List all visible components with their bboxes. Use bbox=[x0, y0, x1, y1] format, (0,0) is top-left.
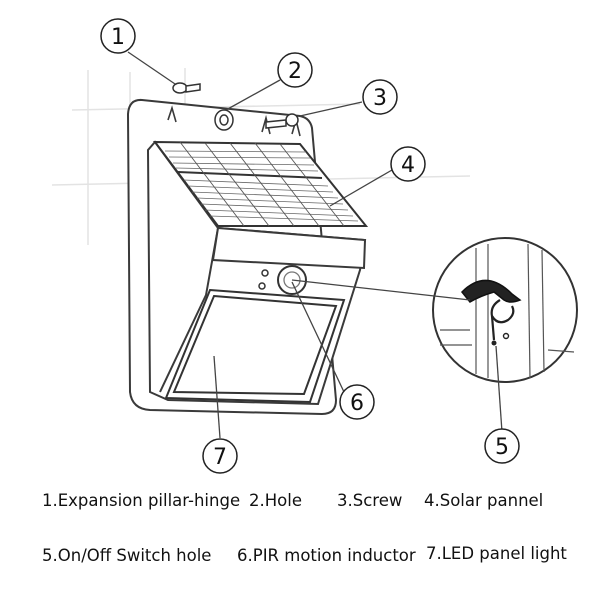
svg-text:1: 1 bbox=[111, 25, 125, 50]
callout-6: 6 bbox=[339, 384, 375, 420]
parts-legend: 1.Expansion pillar-hinge 2.Hole 3.Screw … bbox=[42, 491, 567, 565]
legend-item-3: 3.Screw bbox=[337, 491, 402, 510]
callout-4: 4 bbox=[390, 146, 426, 182]
callout-1: 1 bbox=[100, 18, 136, 54]
svg-text:2: 2 bbox=[288, 59, 302, 84]
svg-text:6: 6 bbox=[350, 391, 364, 416]
switch-detail-inset bbox=[432, 237, 578, 383]
svg-text:7: 7 bbox=[213, 445, 227, 470]
legend-item-4: 4.Solar pannel bbox=[424, 491, 543, 510]
legend-item-2: 2.Hole bbox=[249, 491, 302, 510]
svg-text:4: 4 bbox=[401, 153, 415, 178]
callout-3: 3 bbox=[362, 79, 398, 115]
legend-item-1: 1.Expansion pillar-hinge bbox=[42, 491, 240, 510]
solar-panel bbox=[152, 140, 369, 227]
svg-text:3: 3 bbox=[373, 86, 387, 111]
legend-item-5: 5.On/Off Switch hole bbox=[42, 546, 211, 565]
svg-text:5: 5 bbox=[495, 435, 509, 460]
leader-lines bbox=[127, 51, 503, 439]
legend-item-6: 6.PIR motion inductor bbox=[237, 546, 416, 565]
callout-2: 2 bbox=[277, 52, 313, 88]
legend-item-7: 7.LED panel light bbox=[426, 544, 567, 563]
callout-5: 5 bbox=[484, 428, 520, 464]
callout-7: 7 bbox=[202, 438, 238, 474]
screw-and-hole bbox=[172, 82, 299, 131]
